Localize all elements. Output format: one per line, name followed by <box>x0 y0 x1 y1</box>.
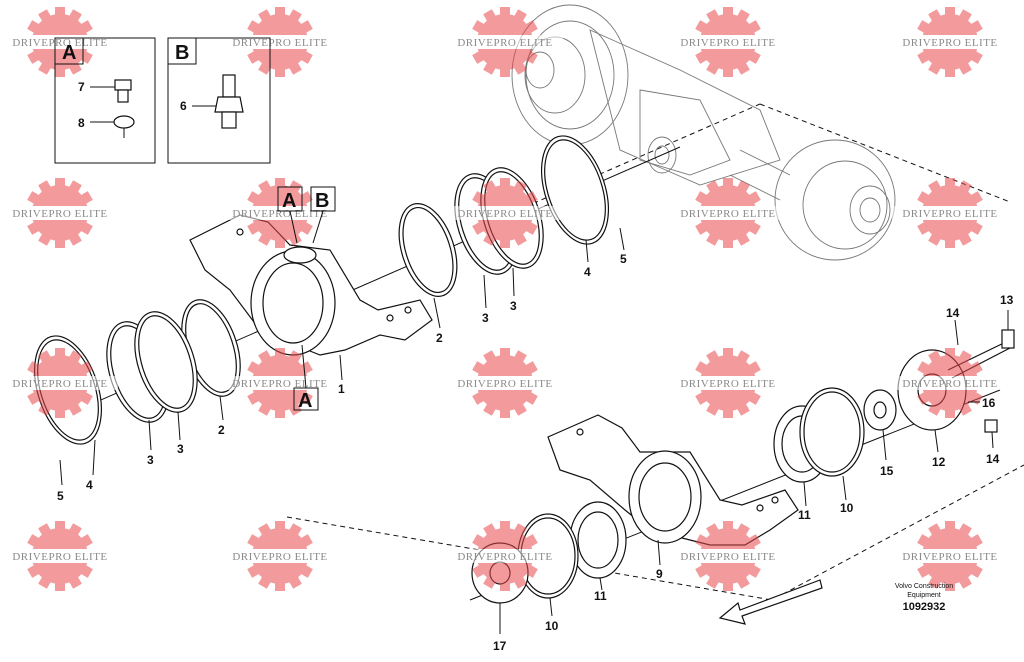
axle-assembly-illustration <box>511 4 896 261</box>
watermark-gear-logo <box>447 348 563 418</box>
part-number-11: 11 <box>798 508 811 522</box>
watermark-gear-logo <box>892 348 1008 418</box>
watermark-gear-logo <box>670 178 786 248</box>
part-number-11: 11 <box>594 589 607 603</box>
part-number-8: 8 <box>78 116 85 130</box>
part-number-2: 2 <box>436 331 443 345</box>
callout-lower-a: A <box>293 344 319 412</box>
part-number-7: 7 <box>78 80 85 94</box>
watermark-text: DRIVEPRO ELITE <box>680 378 775 390</box>
detail-box-a-letter: A <box>62 42 76 64</box>
watermark-gear-logo <box>447 521 563 591</box>
detail-box-b: B 6 <box>167 37 271 164</box>
watermark-text: DRIVEPRO ELITE <box>12 551 107 563</box>
credit-block: Volvo Construction Equipment 1092932 <box>895 583 953 613</box>
watermark-layer: DRIVEPRO ELITE DRIVEPRO ELITE DRIVEPRO ELI… <box>2 7 1008 591</box>
part-number-13: 13 <box>1000 293 1014 307</box>
watermark-gear-logo <box>892 7 1008 77</box>
svg-text:A: A <box>298 390 312 412</box>
watermark-gear-logo <box>222 521 338 591</box>
part-number-3: 3 <box>177 442 184 456</box>
part-number-9: 9 <box>656 567 663 581</box>
callout-top-a: A <box>277 186 303 244</box>
watermark-gear-logo <box>670 7 786 77</box>
part-number-1: 1 <box>338 382 345 396</box>
svg-text:A: A <box>282 190 296 212</box>
credit-line-2: Equipment <box>907 592 941 599</box>
part-number-2: 2 <box>218 423 225 437</box>
drawing-number: 1092932 <box>903 601 946 613</box>
watermark-text: DRIVEPRO ELITE <box>232 551 327 563</box>
watermark-text: DRIVEPRO ELITE <box>680 208 775 220</box>
watermark-gear-logo <box>2 178 118 248</box>
part-number-10: 10 <box>545 619 559 633</box>
part-number-4: 4 <box>584 265 591 279</box>
watermark-gear-logo <box>2 521 118 591</box>
watermark-text: DRIVEPRO ELITE <box>902 37 997 49</box>
watermark-gear-logo <box>892 178 1008 248</box>
part-number-4: 4 <box>86 478 93 492</box>
watermark-gear-logo <box>447 178 563 248</box>
direction-arrow <box>718 579 823 625</box>
assembly-outline <box>286 103 1024 601</box>
watermark-text: DRIVEPRO ELITE <box>680 551 775 563</box>
callout-top-b: B <box>310 186 336 244</box>
watermark-text: DRIVEPRO ELITE <box>902 208 997 220</box>
part-number-6: 6 <box>180 99 187 113</box>
detail-box-b-letter: B <box>175 42 189 64</box>
watermark-text: DRIVEPRO ELITE <box>12 37 107 49</box>
part-number-3: 3 <box>510 299 517 313</box>
part-number-5: 5 <box>57 489 64 503</box>
part-labels: 1 2 2 3 3 3 3 4 4 5 5 9 10 10 11 11 12 <box>57 227 1014 653</box>
watermark-gear-logo <box>2 7 118 77</box>
watermark-gear-logo <box>892 521 1008 591</box>
watermark-text: DRIVEPRO ELITE <box>457 378 552 390</box>
part-number-14: 14 <box>986 452 1000 466</box>
watermark-gear-logo <box>670 521 786 591</box>
part-number-14: 14 <box>946 306 960 320</box>
part-number-16: 16 <box>982 396 996 410</box>
detail-box-a: A 7 8 <box>54 37 156 164</box>
watermark-text: DRIVEPRO ELITE <box>12 378 107 390</box>
part-number-3: 3 <box>482 311 489 325</box>
cradle-bracket-part-9 <box>547 414 799 546</box>
watermark-text: DRIVEPRO ELITE <box>232 37 327 49</box>
watermark-text: DRIVEPRO ELITE <box>12 208 107 220</box>
watermark-text: DRIVEPRO ELITE <box>457 551 552 563</box>
watermark-gear-logo <box>670 348 786 418</box>
watermark-text: DRIVEPRO ELITE <box>232 208 327 220</box>
watermark-text: DRIVEPRO ELITE <box>457 208 552 220</box>
watermark-text: DRIVEPRO ELITE <box>457 37 552 49</box>
watermark-gear-logo <box>447 7 563 77</box>
watermark-text: DRIVEPRO ELITE <box>902 378 997 390</box>
part-number-10: 10 <box>840 501 854 515</box>
part-number-12: 12 <box>932 455 946 469</box>
watermark-text: DRIVEPRO ELITE <box>232 378 327 390</box>
part-number-15: 15 <box>880 464 894 478</box>
svg-text:B: B <box>315 190 329 212</box>
watermark-text: DRIVEPRO ELITE <box>902 551 997 563</box>
part-number-5: 5 <box>620 252 627 266</box>
seal-rings-lower-left <box>34 299 241 445</box>
watermark-gear-logo <box>2 348 118 418</box>
part-number-17: 17 <box>493 639 507 653</box>
credit-line-1: Volvo Construction <box>895 583 953 590</box>
part-number-3: 3 <box>147 453 154 467</box>
cradle-bracket-part-1 <box>189 214 433 356</box>
watermark-text: DRIVEPRO ELITE <box>680 37 775 49</box>
